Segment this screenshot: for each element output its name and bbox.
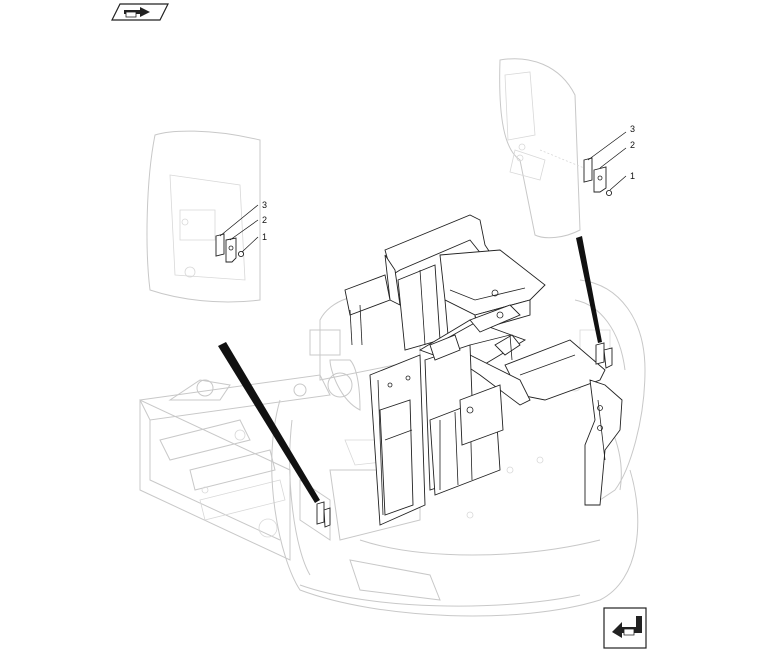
callout-label-left-2: 2 <box>262 215 267 225</box>
callouts-left: 3 2 1 <box>219 200 267 253</box>
installed-bracket-right <box>595 342 613 369</box>
part-1-bolt-right <box>605 189 613 197</box>
pointer-wedge-right <box>576 236 602 343</box>
callout-label-left-1: 1 <box>262 232 267 242</box>
top-nav-badge[interactable] <box>111 3 169 21</box>
part-3-plate-right <box>583 157 593 183</box>
part-1-bolt-left <box>237 250 245 258</box>
callout-label-right-2: 2 <box>630 140 635 150</box>
part-2-bracket-right <box>593 166 607 193</box>
return-arrow-icon <box>612 616 642 638</box>
callout-label-right-1: 1 <box>630 171 635 181</box>
callout-label-right-3: 3 <box>630 124 635 134</box>
callouts-right: 3 2 1 <box>587 124 635 191</box>
right-inset-parts <box>539 149 613 197</box>
pointer-wedge-left <box>218 342 320 503</box>
callout-label-left-3: 3 <box>262 200 267 210</box>
cab-frame-assembly <box>344 214 623 526</box>
left-inset-parts <box>215 233 245 263</box>
page-flip-icon <box>124 7 150 18</box>
machine-ghost-outline <box>139 58 646 617</box>
installed-bracket-left <box>316 501 331 528</box>
part-3-plate-left <box>215 233 225 257</box>
bottom-nav-badge[interactable] <box>603 607 647 649</box>
